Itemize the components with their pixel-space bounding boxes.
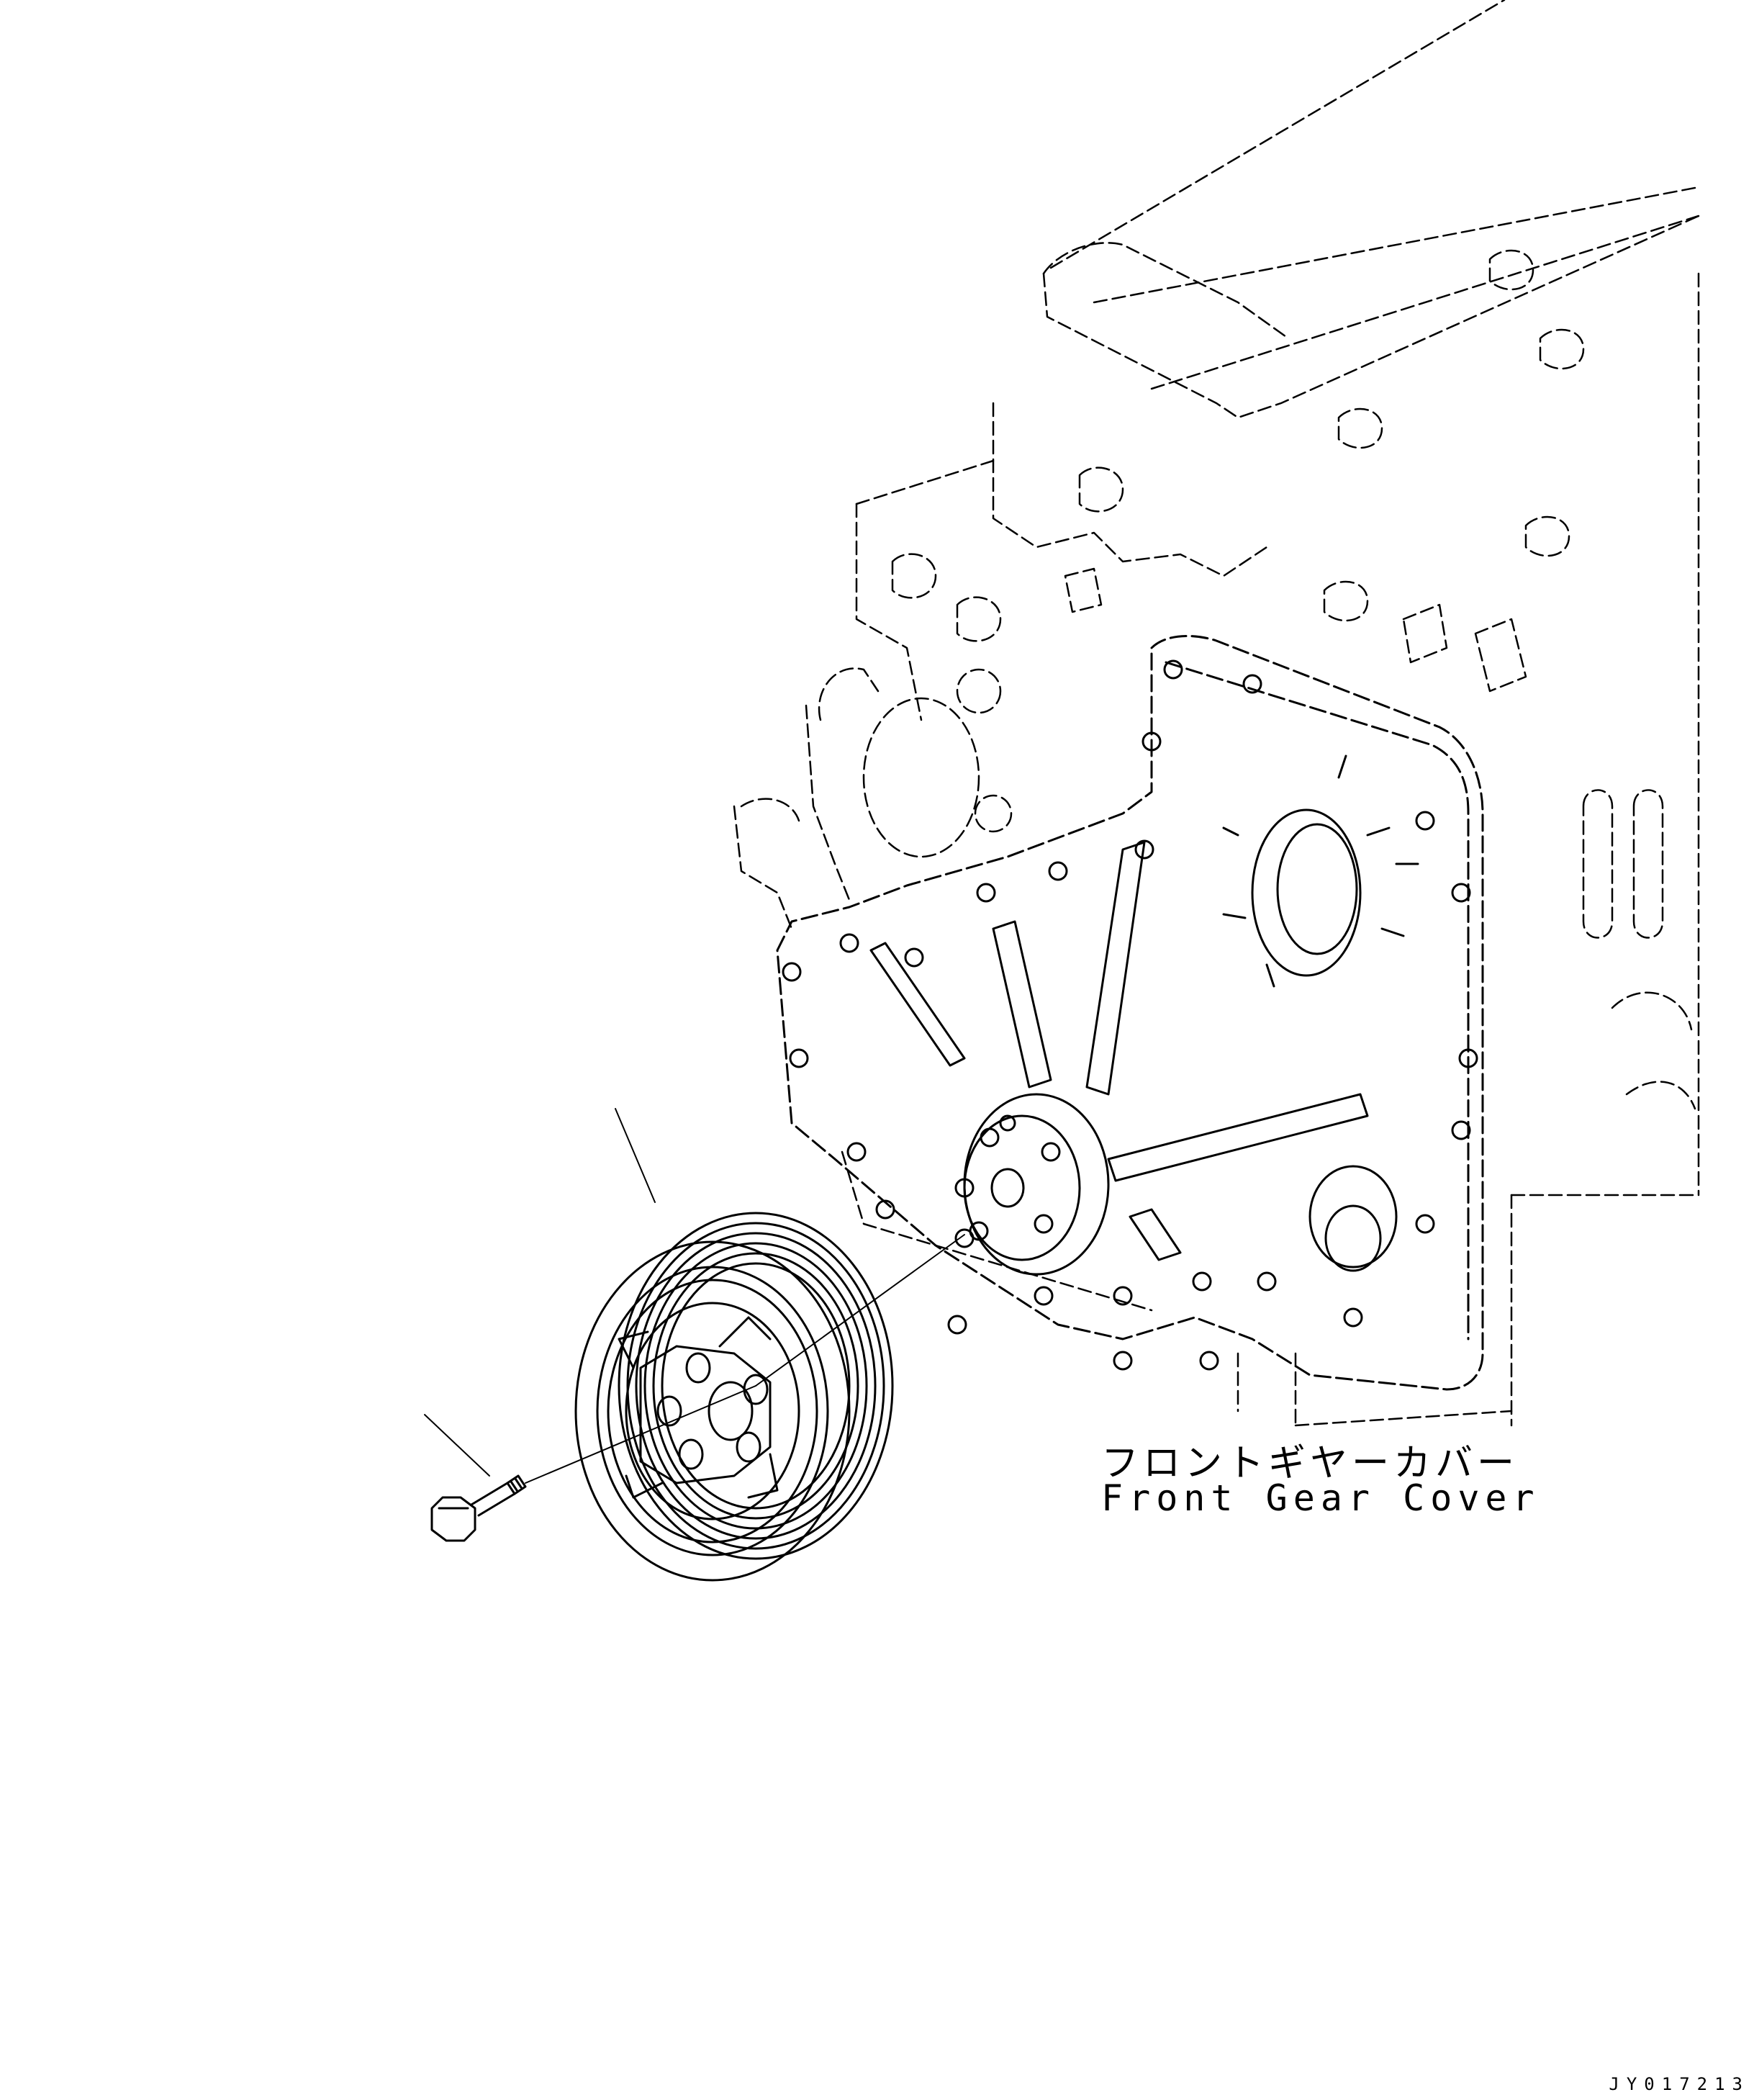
crankshaft-hub [954,1093,1110,1276]
cover-bolts [782,659,1478,1371]
part-name-english: Front Gear Cover [1101,1477,1540,1519]
front-gear-cover [776,634,1484,1391]
part-name-japanese: フロントギヤーカバー [1101,1442,1519,1485]
engine-block-outline [733,0,1700,1427]
crankshaft-pulley [574,1212,894,1582]
drawing-id: JY017213 [1609,2074,1750,2094]
assembly-lines [424,1108,965,1484]
mounting-bolt [430,1474,527,1542]
